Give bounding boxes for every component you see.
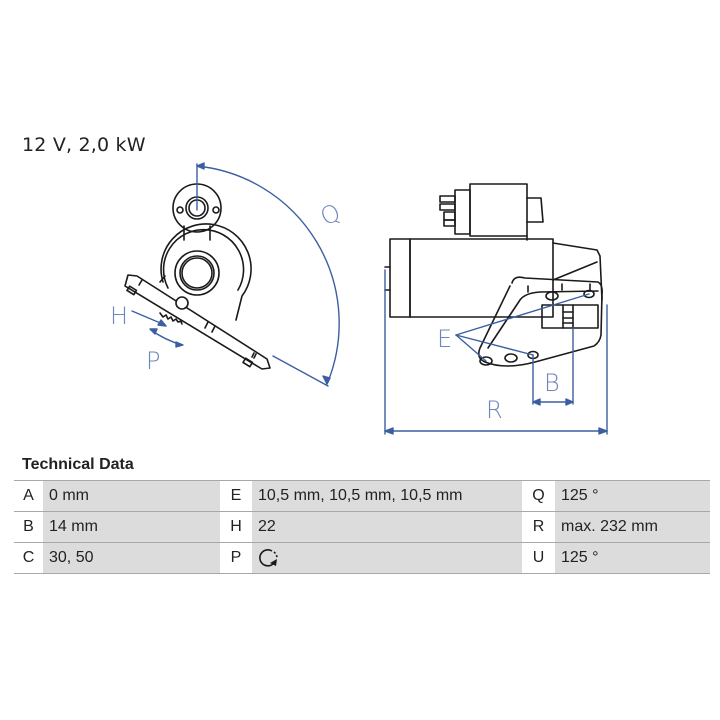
param-key: U bbox=[522, 542, 555, 574]
label-q: Q bbox=[316, 198, 345, 231]
label-h: H bbox=[110, 302, 128, 330]
table-row: B 14 mm H 22 R max. 232 mm bbox=[14, 511, 710, 543]
technical-data-table: A 0 mm E 10,5 mm, 10,5 mm, 10,5 mm Q 125… bbox=[14, 480, 710, 574]
param-key: A bbox=[14, 480, 43, 512]
param-key: E bbox=[220, 480, 252, 512]
param-key: P bbox=[220, 542, 252, 574]
param-value: 14 mm bbox=[43, 511, 220, 543]
label-b: B bbox=[544, 369, 560, 397]
param-value: 10,5 mm, 10,5 mm, 10,5 mm bbox=[252, 480, 522, 512]
param-key: Q bbox=[522, 480, 555, 512]
param-key: B bbox=[14, 511, 43, 543]
param-key: H bbox=[220, 511, 252, 543]
side-view bbox=[384, 183, 603, 367]
param-value-rotation bbox=[252, 542, 522, 574]
param-value: 125 ° bbox=[555, 542, 710, 574]
label-e: E bbox=[437, 325, 452, 353]
label-p: P bbox=[146, 347, 160, 375]
technical-data-title: Technical Data bbox=[22, 456, 134, 473]
rotation-clockwise-icon bbox=[259, 549, 278, 567]
param-value: 22 bbox=[252, 511, 522, 543]
param-value: max. 232 mm bbox=[555, 511, 710, 543]
front-view bbox=[124, 183, 271, 370]
param-value: 0 mm bbox=[43, 480, 220, 512]
param-value: 30, 50 bbox=[43, 542, 220, 574]
side-view-dimensions bbox=[384, 269, 608, 435]
front-view-dimensions bbox=[131, 162, 340, 387]
label-r: R bbox=[486, 396, 503, 424]
table-row: A 0 mm E 10,5 mm, 10,5 mm, 10,5 mm Q 125… bbox=[14, 480, 710, 512]
param-key: C bbox=[14, 542, 43, 574]
table-row: C 30, 50 P U 125 ° bbox=[14, 542, 710, 574]
spec-line: 12 V, 2,0 kW bbox=[22, 134, 146, 156]
param-key: R bbox=[522, 511, 555, 543]
starter-motor-drawing: Q H P bbox=[110, 162, 608, 435]
param-value: 125 ° bbox=[555, 480, 710, 512]
